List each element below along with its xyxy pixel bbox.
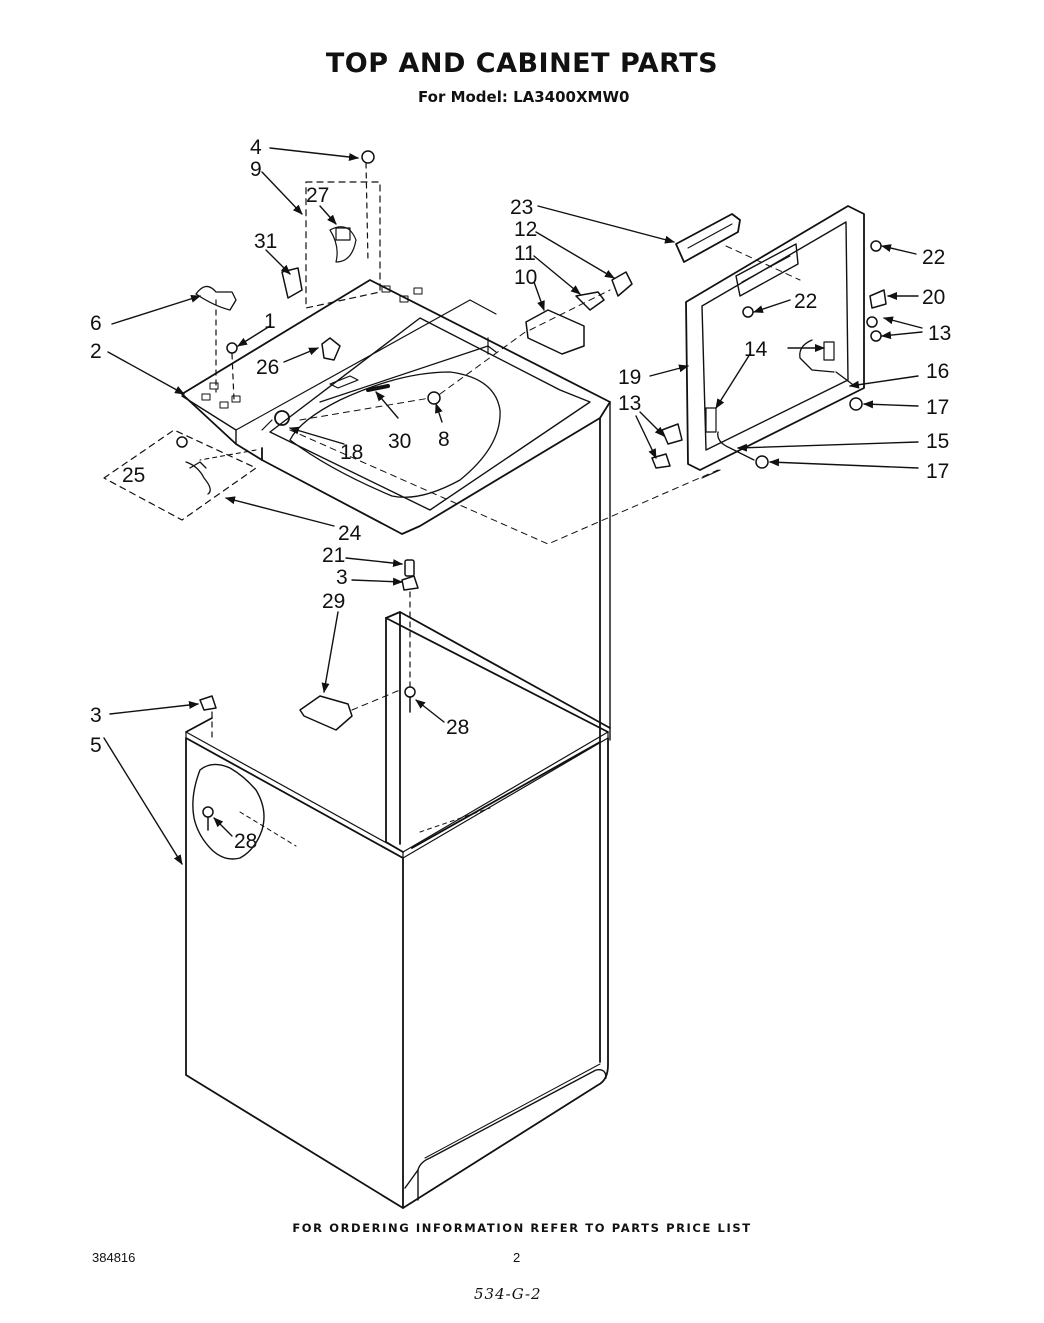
callout-13-right: 13 xyxy=(928,322,951,345)
lid-assembly xyxy=(685,205,865,479)
callout-15: 15 xyxy=(926,430,949,453)
callout-19: 19 xyxy=(618,366,641,389)
callout-13-left: 13 xyxy=(618,392,641,415)
connection-lines xyxy=(289,245,801,711)
callout-5: 5 xyxy=(90,734,102,757)
callout-8: 8 xyxy=(438,428,450,451)
callout-28-upper: 28 xyxy=(446,716,469,739)
callout-labels: 4 9 27 31 6 1 2 26 30 8 18 25 24 21 3 29… xyxy=(90,136,951,853)
callout-21: 21 xyxy=(322,544,345,567)
callout-30: 30 xyxy=(388,430,411,453)
page-number: 2 xyxy=(513,1250,521,1265)
callout-16: 16 xyxy=(926,360,949,383)
cabinet-shell xyxy=(185,611,611,1209)
callout-18: 18 xyxy=(340,441,363,464)
callout-14: 14 xyxy=(744,338,768,361)
top-panel xyxy=(181,279,611,1063)
callout-3-lower: 3 xyxy=(90,704,102,727)
callout-11: 11 xyxy=(514,242,536,265)
callout-28-lower: 28 xyxy=(234,830,257,853)
callout-4: 4 xyxy=(250,136,262,159)
callout-1: 1 xyxy=(264,310,276,333)
callout-25: 25 xyxy=(122,464,145,487)
callout-2: 2 xyxy=(90,340,102,363)
handwritten-note: 534-G-2 xyxy=(474,1285,542,1303)
lid-handle xyxy=(675,213,741,263)
page-title: TOP AND CABINET PARTS xyxy=(325,48,719,79)
model-subtitle: For Model: LA3400XMW0 xyxy=(418,88,630,106)
callout-24: 24 xyxy=(338,522,362,545)
callout-17-upper: 17 xyxy=(926,396,949,419)
callout-9: 9 xyxy=(250,158,262,181)
cabinet-cutout xyxy=(192,763,265,860)
callout-3-upper: 3 xyxy=(336,566,348,589)
callout-17-lower: 17 xyxy=(926,460,949,483)
callout-31: 31 xyxy=(254,230,277,253)
callout-6: 6 xyxy=(90,312,102,335)
callout-26: 26 xyxy=(256,356,279,379)
callout-22-lower: 22 xyxy=(794,290,817,313)
callout-23: 23 xyxy=(510,196,533,219)
hardware-parts xyxy=(103,150,887,831)
document-number: 384816 xyxy=(92,1250,136,1265)
callout-22-upper: 22 xyxy=(922,246,945,269)
callout-10: 10 xyxy=(514,266,537,289)
ordering-note: FOR ORDERING INFORMATION REFER TO PARTS … xyxy=(292,1221,752,1235)
callout-27: 27 xyxy=(306,184,329,207)
callout-12: 12 xyxy=(514,218,537,241)
leader-arrows xyxy=(103,147,923,865)
callout-20: 20 xyxy=(922,286,945,309)
callout-29: 29 xyxy=(322,590,345,613)
